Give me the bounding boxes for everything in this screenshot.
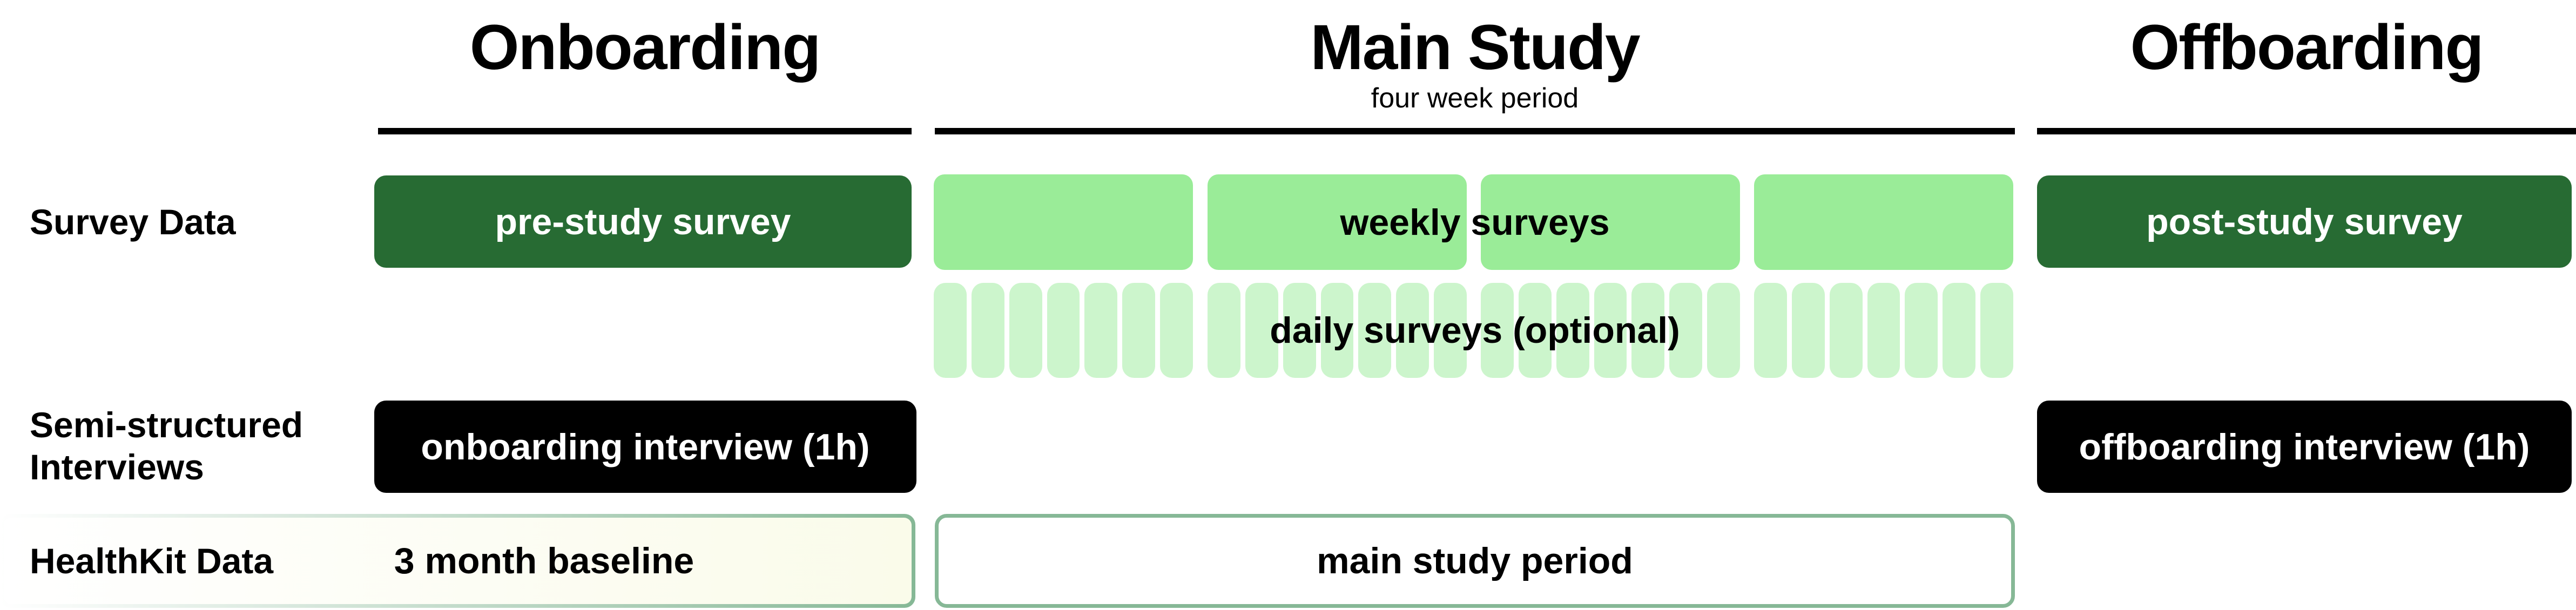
- row-label-healthkit: HealthKit Data: [30, 541, 274, 581]
- daily-survey-day: [1208, 283, 1240, 378]
- weekly-survey-week-2: [1208, 174, 1467, 270]
- daily-survey-day: [1943, 283, 1976, 378]
- daily-survey-day: [1829, 283, 1863, 378]
- main-study-divider: [935, 128, 2015, 134]
- daily-survey-day: [1481, 283, 1514, 378]
- weekly-survey-week-1: [934, 174, 1193, 270]
- daily-survey-day: [1320, 283, 1354, 378]
- daily-survey-day: [1518, 283, 1552, 378]
- weekly-survey-week-4: [1754, 174, 2013, 270]
- row-label-interviews: Semi-structured Interviews: [30, 405, 304, 487]
- daily-survey-day: [1556, 283, 1589, 378]
- pre-study-survey-block: pre-study survey: [374, 175, 912, 268]
- post-study-survey-block: post-study survey: [2037, 175, 2572, 268]
- phase-title-main-study: Main Study: [1310, 12, 1640, 83]
- daily-survey-day: [1084, 283, 1118, 378]
- daily-survey-day: [1905, 283, 1938, 378]
- onboarding-divider: [378, 128, 912, 134]
- daily-survey-day: [1867, 283, 1900, 378]
- offboarding-divider: [2037, 128, 2576, 134]
- baseline-block: 3 month baseline: [0, 514, 915, 608]
- daily-survey-day: [1047, 283, 1080, 378]
- daily-survey-day: [1434, 283, 1467, 378]
- daily-survey-day: [1669, 283, 1703, 378]
- offboarding-interview-block: offboarding interview (1h): [2037, 401, 2572, 493]
- daily-survey-day: [1122, 283, 1156, 378]
- daily-survey-day: [1283, 283, 1316, 378]
- daily-survey-day: [971, 283, 1004, 378]
- weekly-survey-week-3: [1481, 174, 1740, 270]
- daily-survey-day: [1009, 283, 1042, 378]
- daily-survey-day: [1594, 283, 1627, 378]
- daily-survey-day: [1791, 283, 1825, 378]
- phase-subtitle-main-study: four week period: [1371, 83, 1579, 114]
- phase-title-onboarding: Onboarding: [469, 12, 821, 83]
- daily-survey-day: [1160, 283, 1193, 378]
- onboarding-interview-block: onboarding interview (1h): [374, 401, 916, 493]
- phase-title-offboarding: Offboarding: [2130, 12, 2484, 83]
- daily-survey-day: [1631, 283, 1665, 378]
- main-study-period-block: main study period: [935, 514, 2015, 608]
- daily-survey-day: [934, 283, 967, 378]
- baseline-label: 3 month baseline: [4, 518, 912, 604]
- daily-survey-day: [1707, 283, 1740, 378]
- daily-survey-day: [1245, 283, 1278, 378]
- daily-survey-day: [1980, 283, 2013, 378]
- daily-survey-day: [1754, 283, 1787, 378]
- row-label-survey-data: Survey Data: [30, 202, 236, 242]
- daily-survey-day: [1396, 283, 1429, 378]
- daily-survey-day: [1358, 283, 1392, 378]
